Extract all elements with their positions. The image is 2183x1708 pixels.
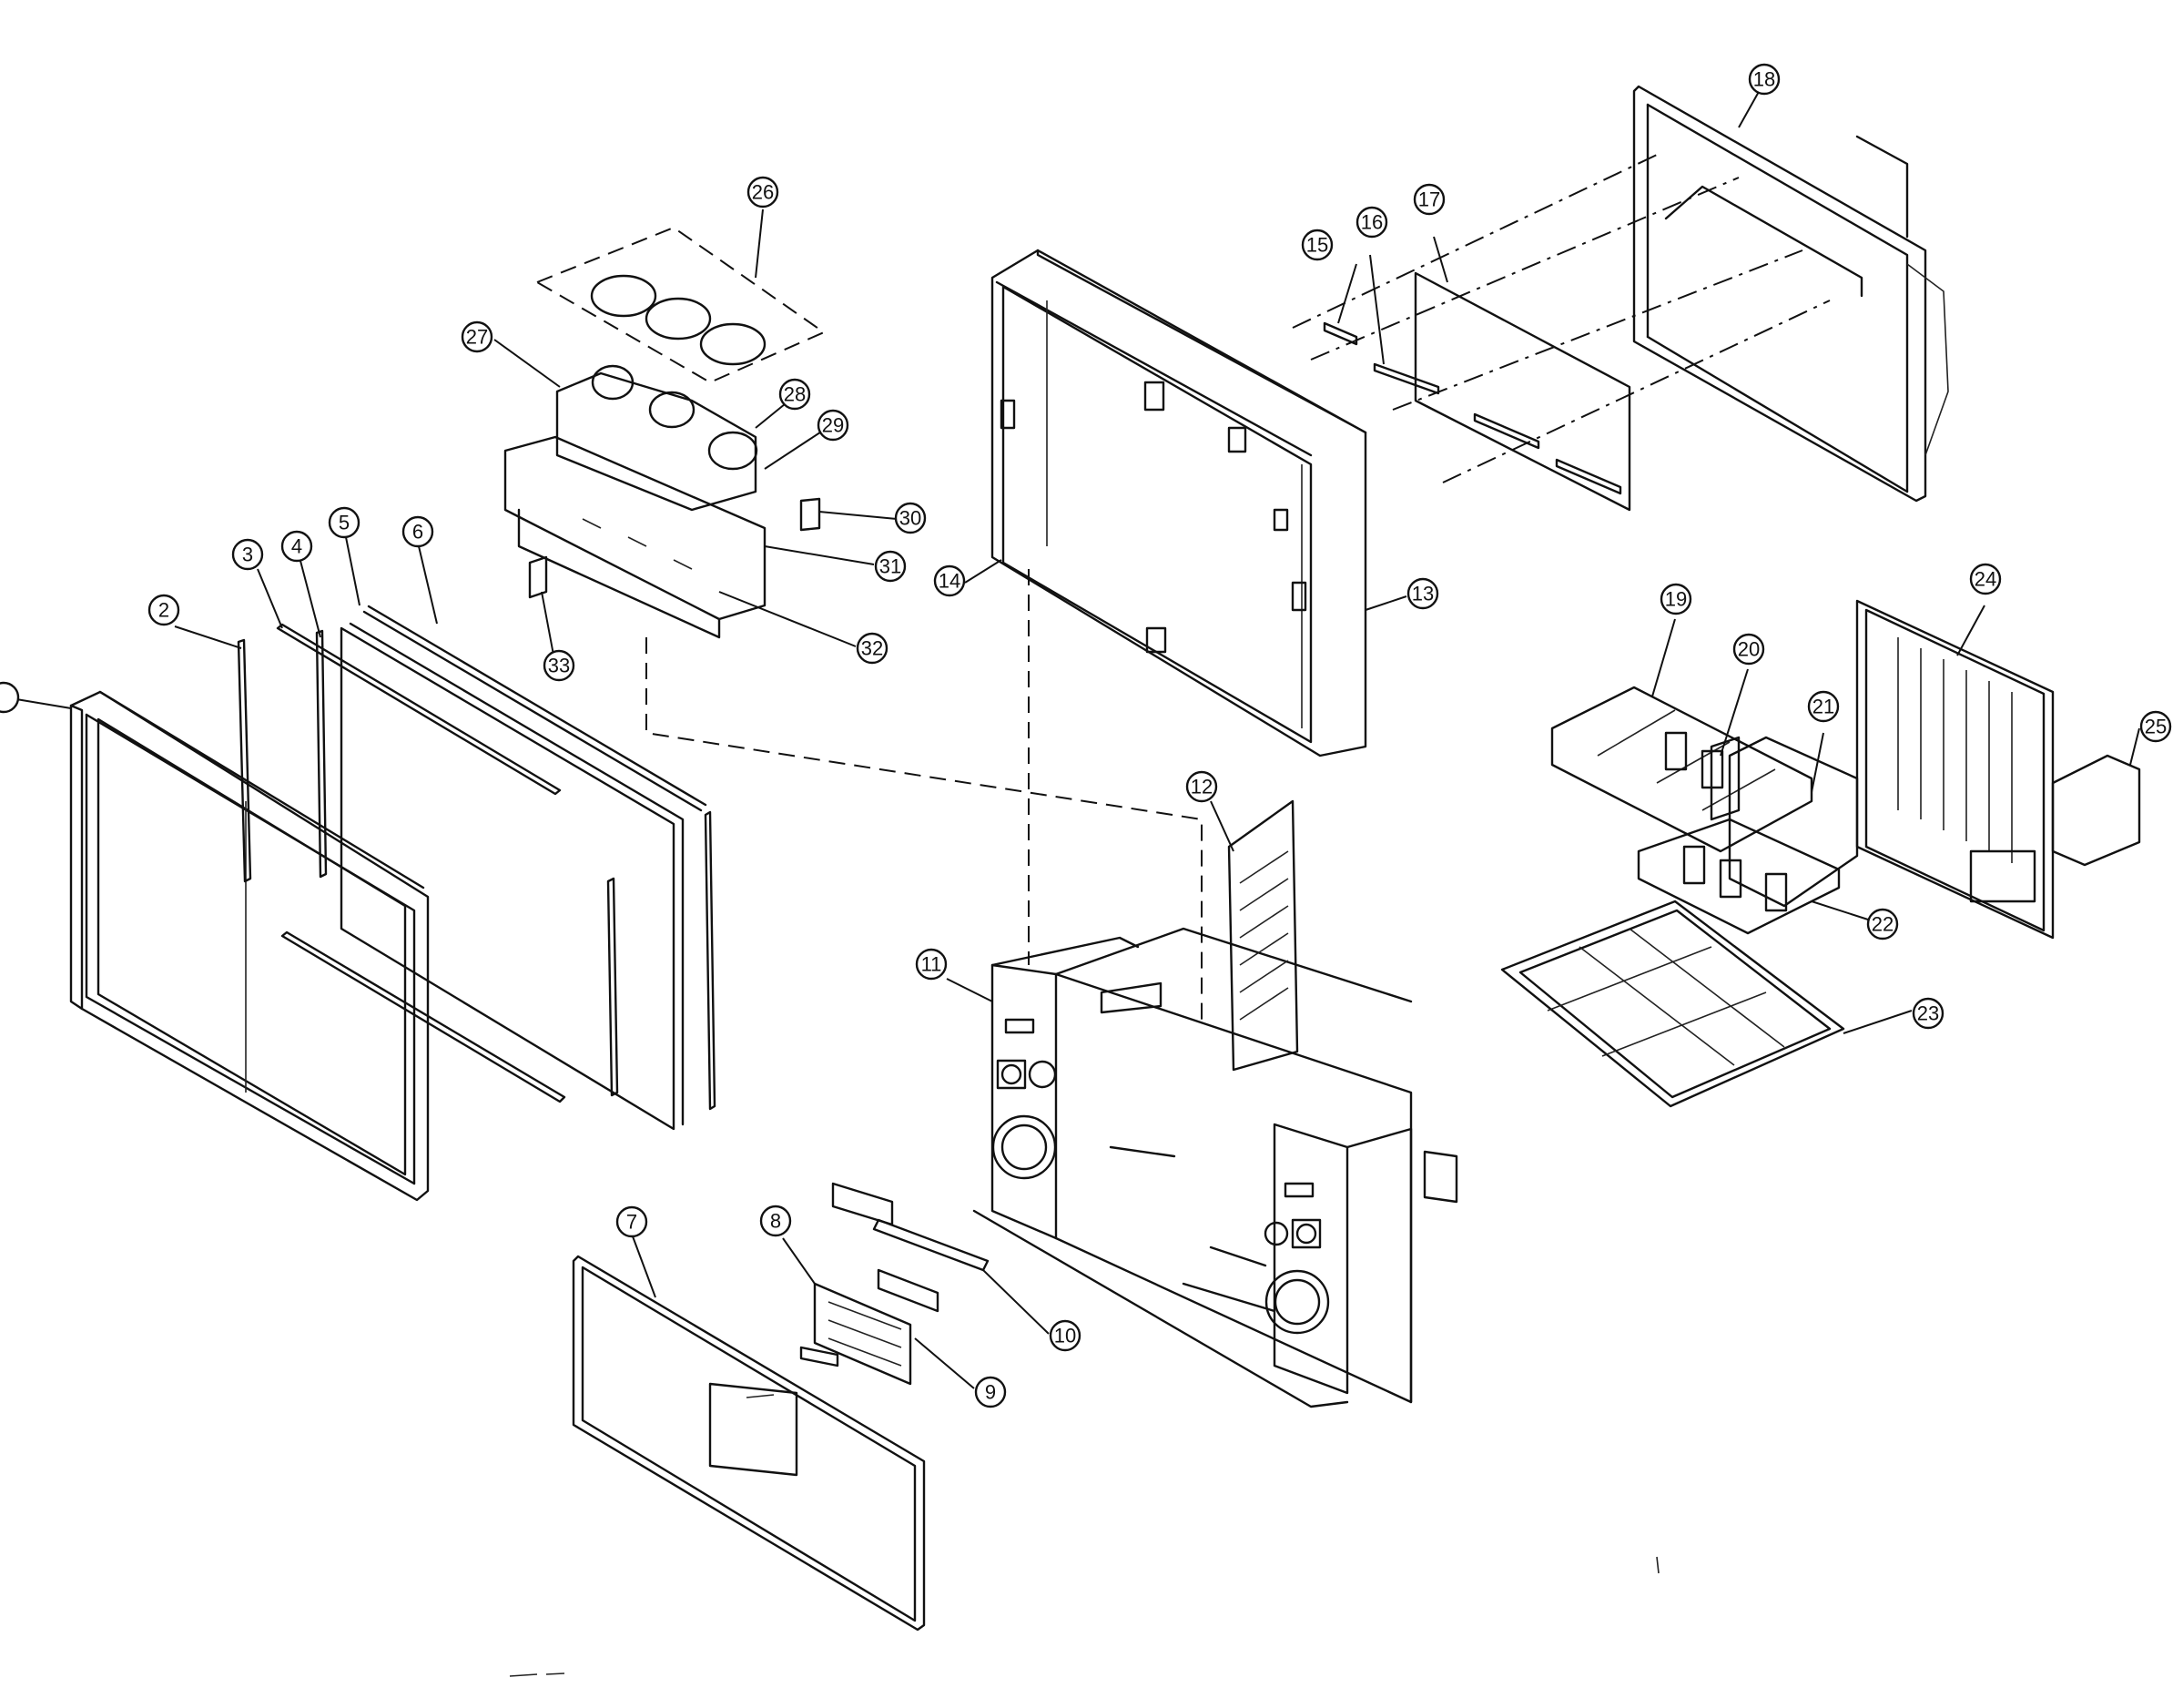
- callout-20-label: 20: [1738, 638, 1760, 661]
- callout-24: 24: [1969, 563, 2002, 595]
- part-4-side-bar: [315, 629, 328, 879]
- callout-25: 25: [2139, 710, 2172, 743]
- callout-15: 15: [1301, 229, 1334, 261]
- callout-10: 10: [1049, 1319, 1081, 1352]
- callout-24-label: 24: [1975, 568, 1996, 591]
- callout-28-label: 28: [784, 383, 806, 406]
- part-2-strip: [237, 638, 252, 883]
- callout-25-label: 25: [2145, 716, 2167, 738]
- callout-7: 7: [615, 1205, 648, 1238]
- callout-12: 12: [1185, 770, 1218, 803]
- part-17-board: [1414, 271, 1631, 512]
- part-8-control-board: [799, 1182, 912, 1386]
- callout-5: 5: [328, 506, 360, 539]
- part-5-screen-panel: [340, 622, 685, 1131]
- callout-29: 29: [817, 409, 849, 442]
- part-18-chassis: [1632, 85, 1949, 503]
- callout-4-label: 4: [291, 535, 302, 558]
- part-26-lens-plate: [534, 226, 827, 384]
- callout-26: 26: [746, 176, 779, 208]
- stray-marks: [509, 1556, 1660, 1677]
- part-15-strip: [1323, 321, 1358, 346]
- callout-2: 2: [147, 594, 180, 626]
- callout-29-label: 29: [822, 414, 844, 437]
- part-11-cabinet: [972, 927, 1458, 1408]
- part-6-screen-panel: [362, 605, 716, 1111]
- callout-10-label: 10: [1054, 1325, 1076, 1347]
- callout-19: 19: [1660, 583, 1692, 615]
- callout-18-label: 18: [1753, 68, 1775, 91]
- callout-8: 8: [759, 1205, 792, 1237]
- callout-33-label: 33: [548, 655, 570, 677]
- callout-21-label: 21: [1812, 696, 1834, 718]
- callout-30-label: 30: [899, 507, 921, 530]
- part-25-small-board: [2051, 754, 2141, 867]
- callout-19-label: 19: [1665, 588, 1687, 611]
- callout-12-label: 12: [1191, 776, 1213, 798]
- callout-14-label: 14: [939, 570, 960, 593]
- callout-31-label: 31: [879, 555, 901, 578]
- part-12-grille: [1227, 799, 1299, 1072]
- callout-32-label: 32: [861, 637, 883, 660]
- callout-32: 32: [856, 632, 888, 665]
- callout-17-label: 17: [1418, 188, 1440, 211]
- callout-22-label: 22: [1872, 913, 1894, 936]
- callout-15-label: 15: [1306, 234, 1328, 257]
- callout-3: 3: [231, 538, 264, 571]
- callouts: 2 3 4 5 6 7 8 9: [0, 63, 2172, 1408]
- callout-2-label: 2: [158, 599, 169, 622]
- part-7-lower-panel: [572, 1255, 926, 1632]
- callout-16-label: 16: [1361, 211, 1383, 234]
- part-16-strip: [1373, 362, 1440, 395]
- callout-11: 11: [915, 948, 948, 981]
- part-20-board: [1710, 736, 1741, 821]
- part-33-connector: [528, 555, 548, 599]
- callout-27: 27: [461, 320, 493, 353]
- callout-13-label: 13: [1412, 583, 1434, 605]
- callout-4: 4: [280, 530, 313, 563]
- part-13-back-cabinet: [990, 249, 1367, 757]
- part-10-bracket: [872, 1218, 990, 1272]
- callout-16: 16: [1355, 206, 1388, 239]
- callout-6: 6: [401, 515, 434, 548]
- callout-17: 17: [1413, 183, 1446, 216]
- callout-20: 20: [1732, 633, 1765, 666]
- callout-13: 13: [1406, 577, 1439, 610]
- part-9-button-strip: [877, 1268, 939, 1313]
- callout-27-label: 27: [466, 326, 488, 349]
- part-32-base: [503, 435, 767, 639]
- part-24-rear-panel: [1855, 599, 2055, 940]
- part-21-board: [1728, 736, 1859, 908]
- part-22-board: [1637, 818, 1841, 935]
- callout-26-label: 26: [752, 181, 774, 204]
- callout-9-label: 9: [985, 1381, 996, 1404]
- callout-30: 30: [894, 502, 927, 534]
- callout-1-circle-partial: [0, 681, 20, 714]
- callout-8-label: 8: [770, 1210, 781, 1233]
- callout-33: 33: [543, 649, 575, 682]
- callout-21: 21: [1807, 690, 1840, 723]
- part-30-sensor: [799, 497, 821, 532]
- callout-23: 23: [1912, 997, 1944, 1030]
- callout-6-label: 6: [412, 521, 423, 544]
- assembly-lines: [645, 154, 1831, 1024]
- callout-22: 22: [1866, 908, 1899, 940]
- callout-5-label: 5: [339, 512, 350, 534]
- callout-23-label: 23: [1917, 1002, 1939, 1025]
- callout-28: 28: [778, 378, 811, 411]
- callout-7-label: 7: [626, 1211, 637, 1234]
- callout-18: 18: [1748, 63, 1781, 96]
- callout-14: 14: [933, 564, 966, 597]
- callout-9: 9: [974, 1376, 1007, 1408]
- part-23-tray: [1500, 900, 1845, 1108]
- part-front-frame: [69, 690, 430, 1202]
- part-27-29-lenses: [555, 364, 758, 512]
- callout-31: 31: [874, 550, 907, 583]
- callout-3-label: 3: [242, 544, 253, 566]
- callout-11-label: 11: [921, 953, 942, 976]
- part-19-board: [1550, 686, 1813, 853]
